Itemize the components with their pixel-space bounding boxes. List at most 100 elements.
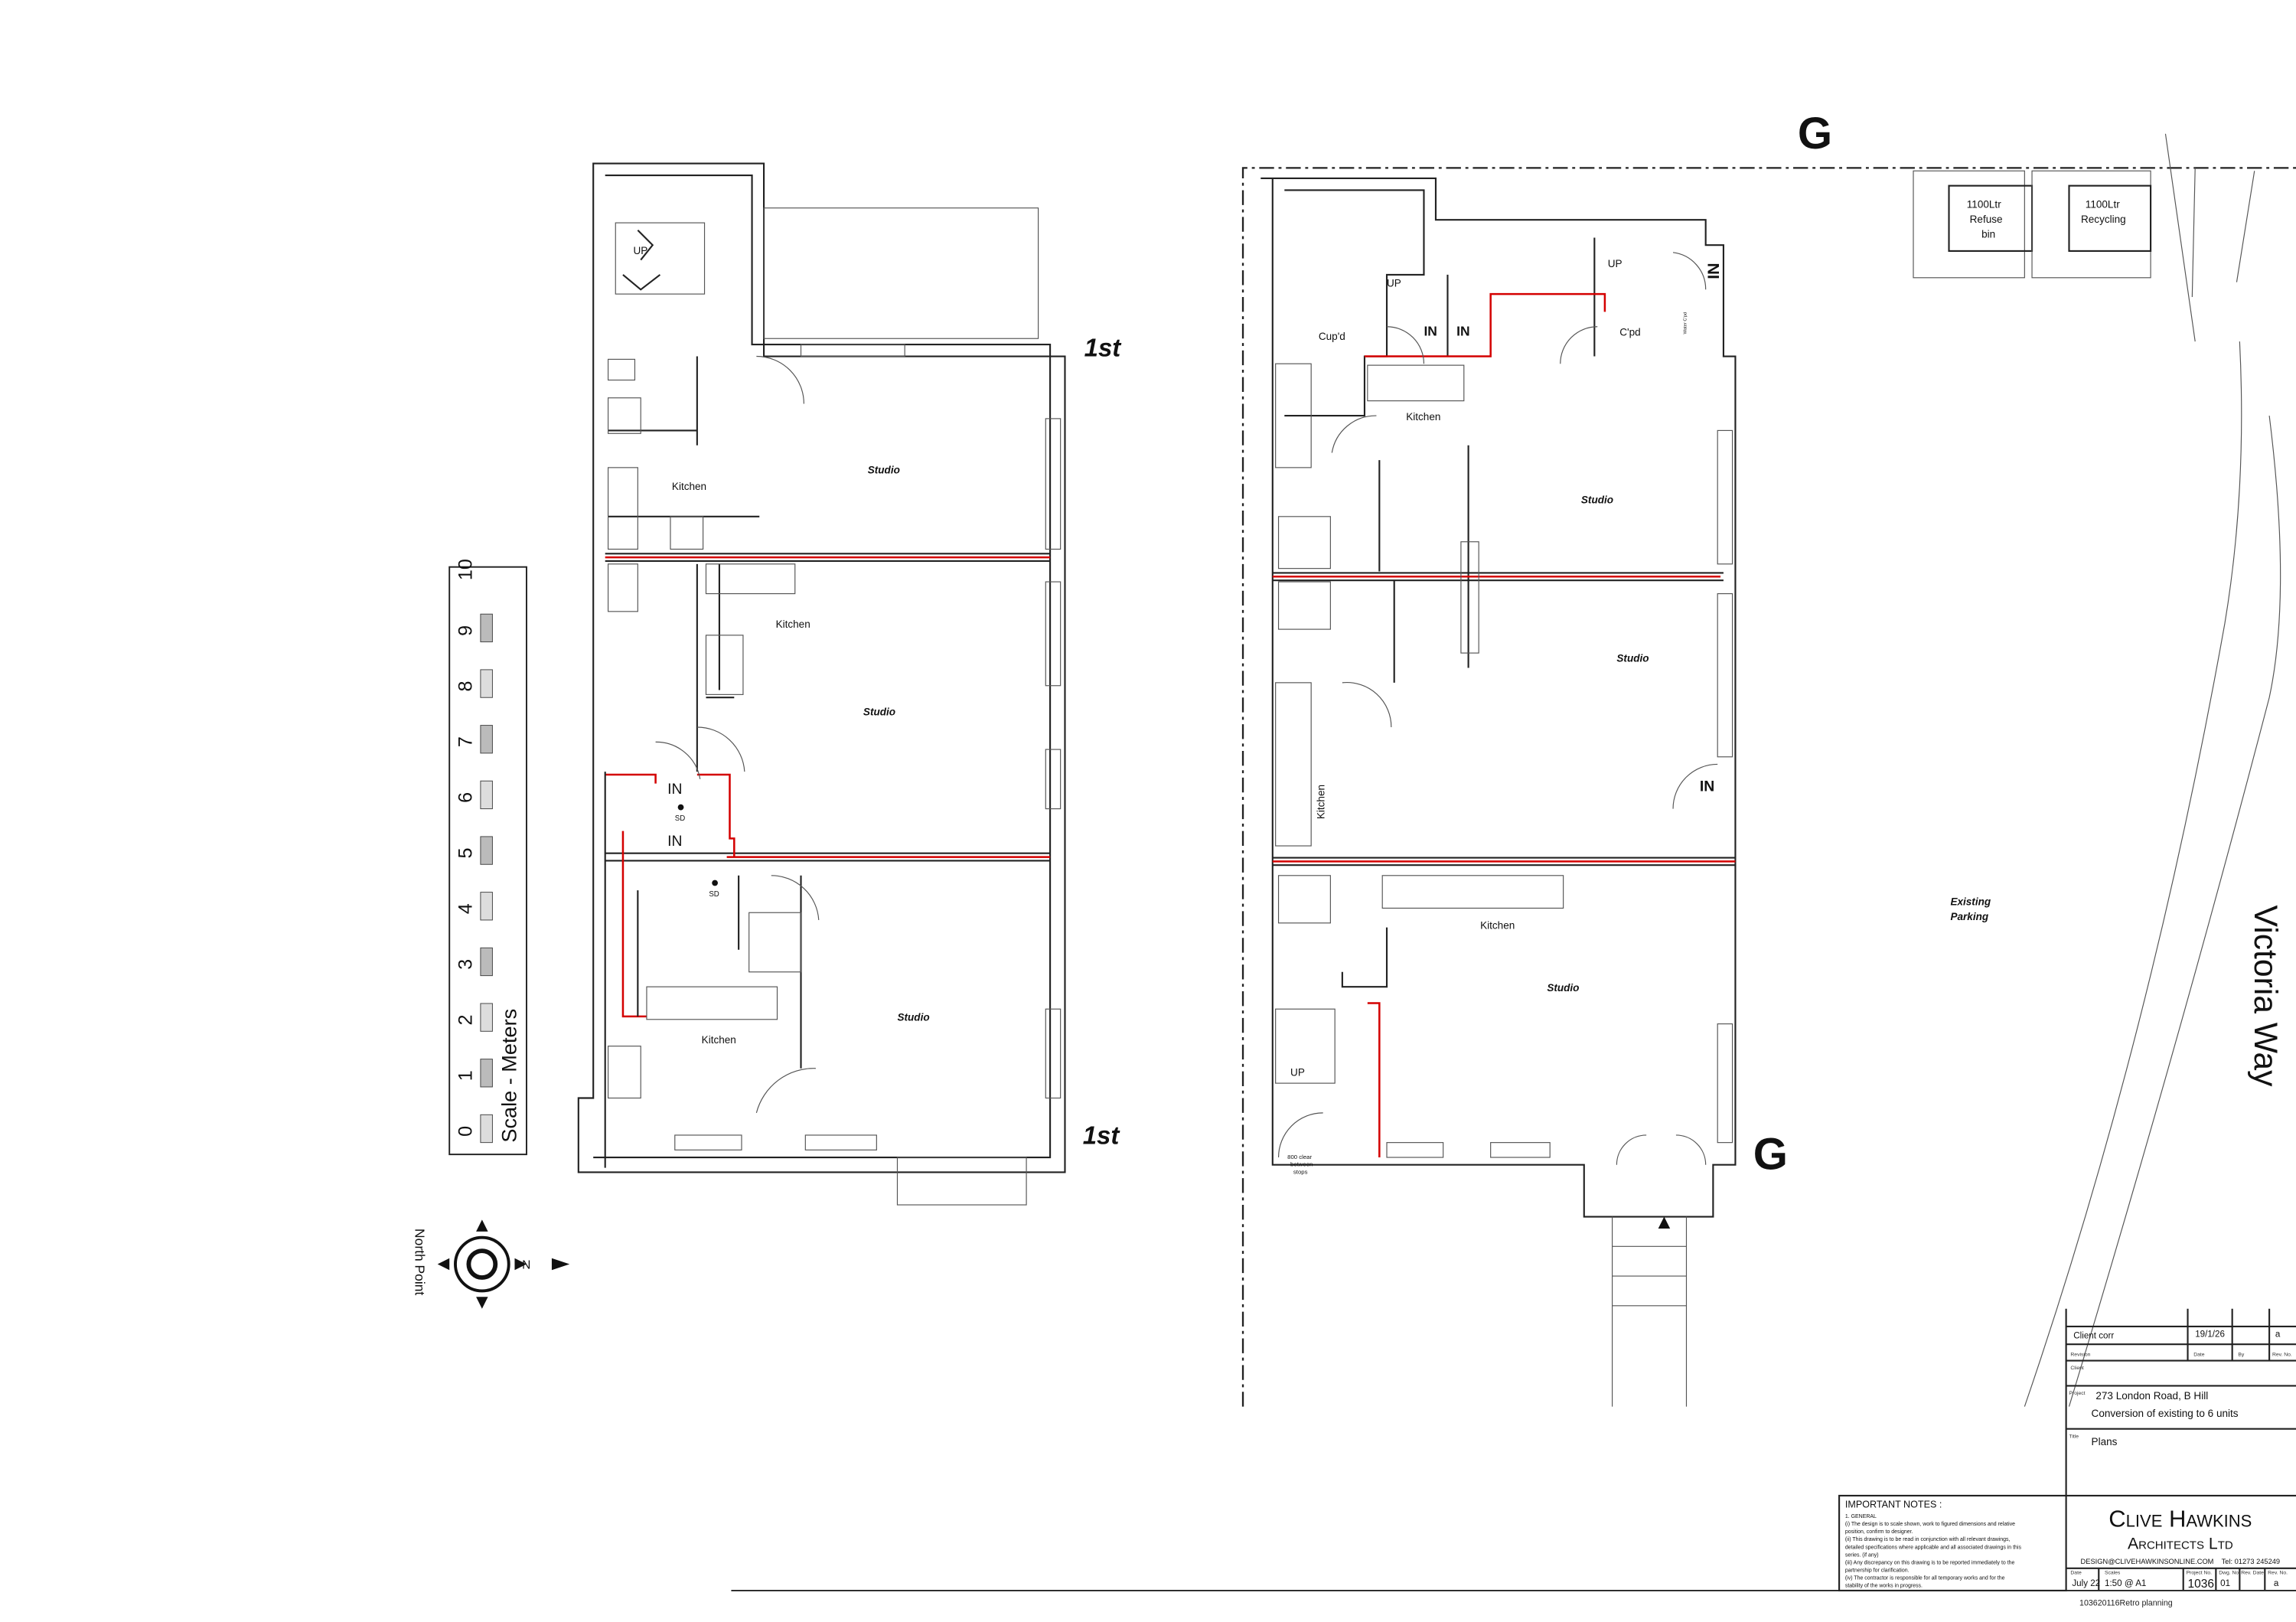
column-header: Rev. No.	[2272, 1353, 2292, 1358]
scale-segment	[480, 613, 493, 643]
parking-label: Parking	[1950, 911, 1988, 922]
note-label: stops	[1293, 1168, 1308, 1175]
note-line: stability of the works in progress.	[1845, 1584, 1923, 1589]
column-header: Revision	[2070, 1353, 2090, 1358]
field-label: Project No.	[2187, 1571, 2213, 1576]
site-elements: 1100Ltr Refuse bin 1100Ltr Recycling Exi…	[1913, 133, 2284, 1407]
scale-segment	[480, 1003, 493, 1032]
parking-label: Existing	[1950, 896, 1991, 908]
file-reference: 103620116Retro planning	[2079, 1598, 2173, 1607]
first-floor-plan: 1st 1st Studio Kitchen Studio Kitchen St…	[577, 162, 1123, 1206]
road-name: Victoria Way	[2247, 906, 2284, 1088]
room-label: Kitchen	[1406, 411, 1440, 423]
cupboard-label: Cup'd	[1319, 331, 1345, 342]
field-label: Dwg. No.	[2219, 1571, 2240, 1576]
note-line: detailed specifications where applicable…	[1845, 1545, 2022, 1550]
field-label: Date	[2070, 1571, 2082, 1576]
north-point-label: North Point	[413, 1229, 428, 1295]
scale-tick-label: 6	[455, 792, 476, 803]
smoke-detector-label: SD	[709, 890, 719, 899]
ground-floor-plan: G G Kitchen Studio Studio Kitchen Kitche…	[1241, 109, 2296, 1407]
room-label: Kitchen	[702, 1034, 736, 1046]
north-letter: N	[522, 1258, 530, 1271]
cupboard-label: Water C'pd	[1683, 312, 1688, 335]
firm-name: Clive Hawkins	[2108, 1506, 2252, 1532]
grid-label: G	[1798, 109, 1832, 158]
smoke-detector-icon	[677, 804, 684, 811]
column-header: By	[2238, 1353, 2245, 1358]
room-label: Kitchen	[1316, 785, 1327, 819]
entrance-arrow-icon	[1658, 1216, 1671, 1229]
room-label: Studio	[897, 1012, 929, 1023]
revision-description: Client corr	[2073, 1330, 2114, 1340]
scale-label: Scale - Meters	[497, 1009, 520, 1143]
level-label: 1st	[1084, 334, 1123, 362]
entry-label: IN	[667, 833, 682, 850]
note-line: (iii) Any discrepancy on this drawing is…	[1845, 1560, 2015, 1565]
bin-label: bin	[1981, 228, 1995, 240]
smoke-detector-icon	[712, 880, 718, 886]
revision-number: a	[2274, 1578, 2279, 1588]
scale-tick-label: 4	[455, 903, 476, 914]
scale-segment	[480, 780, 493, 810]
bin-label: Refuse	[1970, 214, 2003, 225]
scale-tick-label: 8	[455, 680, 476, 691]
room-label: Studio	[868, 465, 900, 476]
room-label: Kitchen	[776, 618, 810, 630]
bin-label: 1100Ltr	[1967, 199, 2001, 211]
cupboard-label: C'pd	[1619, 326, 1640, 338]
entry-label: IN	[1424, 323, 1437, 338]
smoke-detector-label: SD	[675, 814, 685, 823]
field-label: Project	[2069, 1391, 2085, 1396]
entry-label: IN	[667, 781, 682, 798]
scale-tick-label: 5	[455, 847, 476, 858]
scale-segment	[480, 836, 493, 865]
note-label: 800 clear	[1287, 1154, 1312, 1160]
scale-segment	[480, 669, 493, 698]
drawing-number: 01	[2220, 1578, 2230, 1588]
north-point: N North Point	[413, 1219, 570, 1309]
project-description: Conversion of existing to 6 units	[2092, 1408, 2239, 1419]
scale-tick-label: 0	[455, 1126, 476, 1137]
stair-label: UP	[1608, 258, 1623, 269]
note-line: position, confirm to designer.	[1845, 1529, 1913, 1535]
project-number: 1036	[2188, 1578, 2214, 1591]
scale-segment	[480, 725, 493, 754]
scale-segment	[480, 1114, 493, 1144]
scale-tick-label: 3	[455, 959, 476, 970]
note-line: (i) The design is to scale shown, work t…	[1845, 1522, 2015, 1527]
note-line: series. (if any)	[1845, 1552, 1879, 1558]
drawing-scale: 1:50 @ A1	[2105, 1578, 2146, 1588]
scale-tick-label: 9	[455, 625, 476, 636]
entry-label: IN	[1456, 323, 1469, 338]
column-header: Date	[2193, 1353, 2205, 1358]
scale-tick-label: 1	[455, 1070, 476, 1081]
scale-segment	[480, 947, 493, 977]
scale-bar: 0 1 2 3 4 5 6 7 8 9 10 Scale - Meters	[448, 559, 527, 1156]
room-label: Studio	[863, 707, 895, 718]
firm-contact: DESIGN@CLIVEHAWKINSONLINE.COM Tel: 01273…	[2081, 1558, 2281, 1565]
north-arrow-icon	[551, 1258, 570, 1271]
entry-label: IN	[1700, 778, 1714, 795]
note-line: 1. GENERAL	[1845, 1514, 1877, 1519]
room-label: Kitchen	[1480, 920, 1515, 932]
field-label: Rev. No.	[2268, 1571, 2288, 1576]
firm-name: Architects Ltd	[2128, 1535, 2233, 1553]
revision-date: 19/1/26	[2195, 1330, 2225, 1340]
room-label: Kitchen	[672, 481, 706, 492]
field-label: Client	[2070, 1366, 2083, 1371]
bin-label: 1100Ltr	[2086, 199, 2120, 211]
note-line: (ii) This drawing is to be read in conju…	[1845, 1537, 2011, 1542]
scale-tick-label: 2	[455, 1015, 476, 1026]
field-label: Scales	[2105, 1571, 2121, 1576]
field-label: Rev. Date.	[2241, 1571, 2265, 1576]
scale-tick-label: 10	[455, 559, 476, 580]
scale-tick-label: 7	[455, 736, 476, 747]
notes-title: IMPORTANT NOTES :	[1845, 1499, 1942, 1509]
scale-segment	[480, 892, 493, 921]
note-line: (iv) The contractor is responsible for a…	[1845, 1576, 2005, 1581]
drawing-date: July 22	[2072, 1578, 2100, 1588]
room-label: Studio	[1581, 494, 1613, 505]
scale-segment	[480, 1059, 493, 1088]
room-label: Studio	[1547, 982, 1579, 994]
